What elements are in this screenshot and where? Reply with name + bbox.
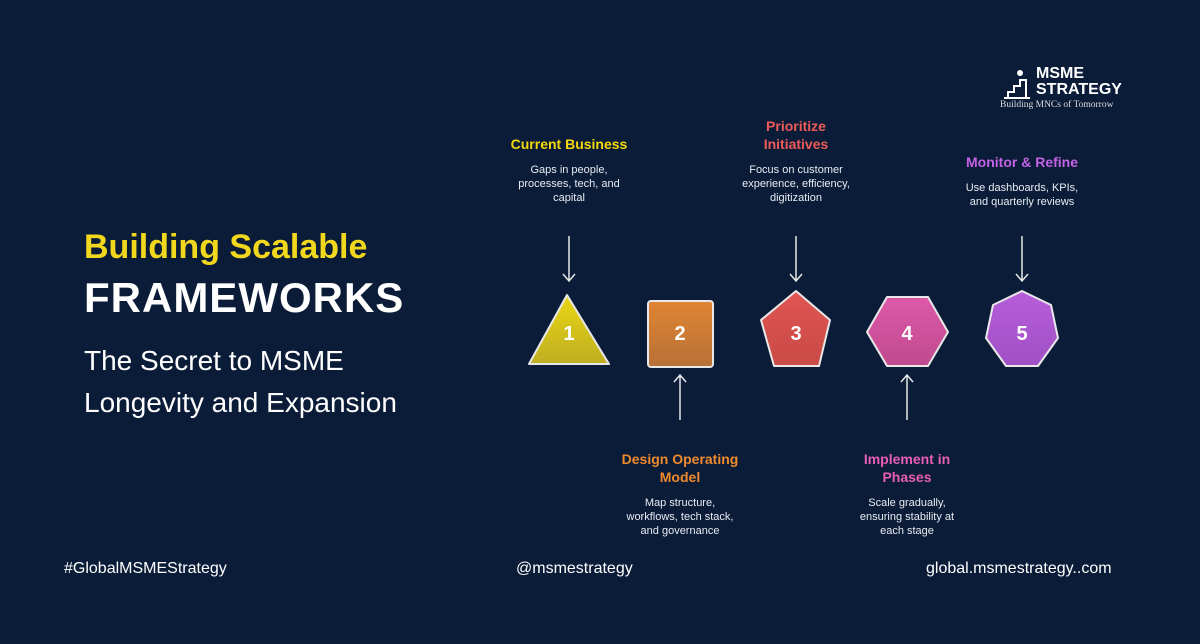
footer-hashtag: #GlobalMSMEStrategy xyxy=(64,560,227,577)
logo-line2: STRATEGY xyxy=(1036,81,1122,98)
step-5-title: Monitor & Refine xyxy=(966,154,1078,170)
step-4-desc: Scale gradually, ensuring stability at e… xyxy=(859,497,955,537)
arrow-down-icon xyxy=(562,236,576,283)
step-4-title: Implement in Phases xyxy=(863,451,951,485)
footer-handle: @msmestrategy xyxy=(516,560,633,577)
arrow-down-icon xyxy=(1015,236,1029,283)
arrow-up-icon xyxy=(673,373,687,420)
step-1-label: Current Business Gaps in people, process… xyxy=(484,135,654,205)
step-3-desc: Focus on customer experience, efficiency… xyxy=(742,164,850,204)
step-1-title: Current Business xyxy=(510,136,628,152)
arrow-down-icon xyxy=(789,236,803,283)
step-4-number: 4 xyxy=(901,323,913,345)
step-5-heptagon xyxy=(985,290,1059,367)
step-1-triangle xyxy=(528,294,610,365)
hero-title-line2: FRAMEWORKS xyxy=(84,274,405,321)
step-1-desc: Gaps in people, processes, tech, and cap… xyxy=(518,164,620,204)
step-3-pentagon xyxy=(760,290,831,367)
step-3-title: Prioritize Initiatives xyxy=(763,118,829,152)
step-3-label: Prioritize Initiatives Focus on customer… xyxy=(711,117,881,205)
step-1-number: 1 xyxy=(563,323,574,345)
step-4-label: Implement in Phases Scale gradually, ens… xyxy=(822,450,992,538)
hero-title-line1: Building Scalable xyxy=(84,228,368,266)
logo-tagline: Building MNCs of Tomorrow xyxy=(1000,100,1114,110)
step-5-label: Monitor & Refine Use dashboards, KPIs, a… xyxy=(937,153,1107,209)
brand-logo: MSME STRATEGY Building MNCs of Tomorrow xyxy=(1000,65,1130,111)
step-2-label: Design Operating Model Map structure, wo… xyxy=(595,450,765,538)
step-2-desc: Map structure, workflows, tech stack, an… xyxy=(626,497,734,537)
step-2-title: Design Operating Model xyxy=(621,451,739,485)
step-2-square xyxy=(647,300,714,368)
step-5-number: 5 xyxy=(1016,323,1027,345)
step-3-number: 3 xyxy=(790,323,801,345)
footer-website: global.msmestrategy..com xyxy=(926,560,1112,577)
step-5-desc: Use dashboards, KPIs, and quarterly revi… xyxy=(965,182,1079,208)
logo-line1: MSME xyxy=(1036,65,1084,82)
arrow-up-icon xyxy=(900,373,914,420)
step-2-number: 2 xyxy=(674,323,685,345)
step-4-hexagon xyxy=(866,296,949,367)
hero-subtitle: The Secret to MSME Longevity and Expansi… xyxy=(84,345,397,418)
climber-icon xyxy=(1004,70,1030,99)
